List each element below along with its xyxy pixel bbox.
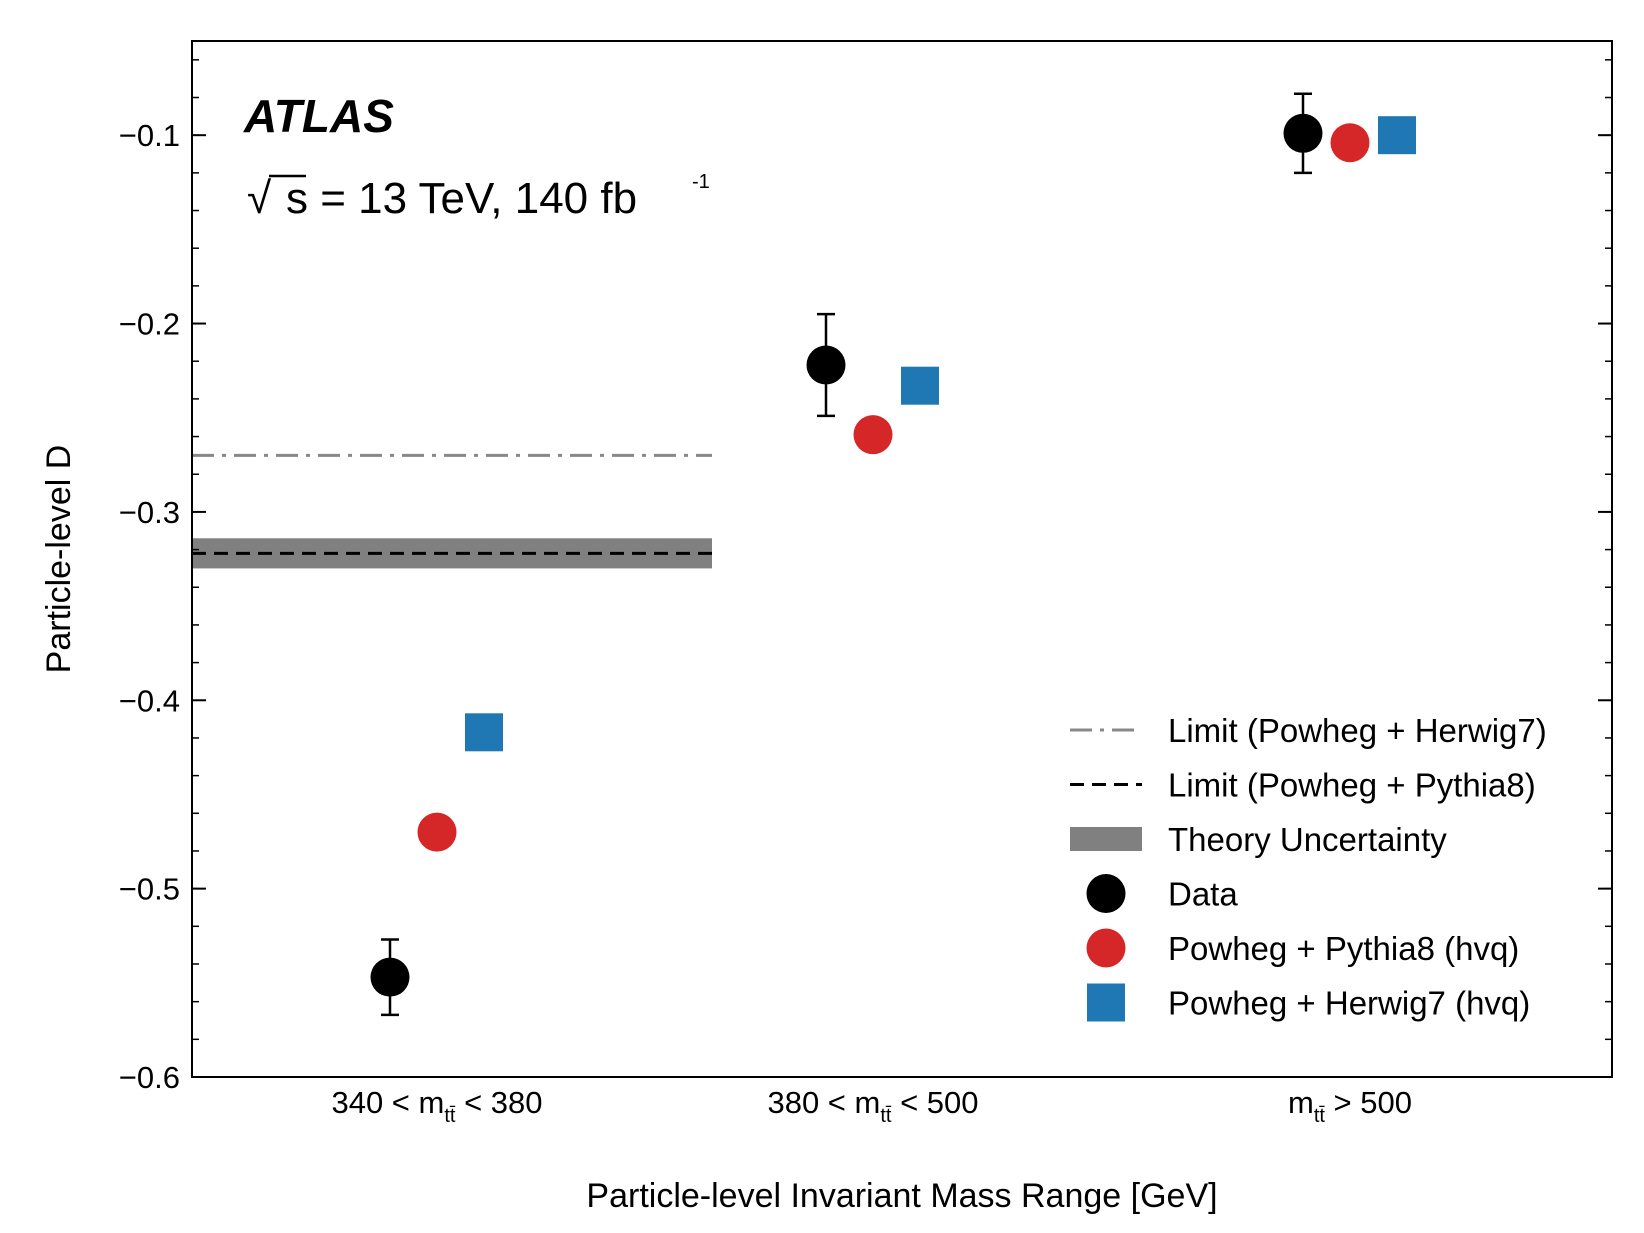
plot-frame <box>191 40 1613 1078</box>
x-tick-labels: 340 < mtt̄ < 380 380 < mtt̄ < 500 mtt̄ > 5… <box>331 1085 1412 1127</box>
energy-text: s = 13 TeV, 140 fb <box>286 174 637 223</box>
y-tick-label: −0.2 <box>119 307 180 342</box>
legend-data-label: Data <box>1168 876 1238 913</box>
y-tick-label: −0.1 <box>119 118 180 153</box>
pythia8-point <box>853 415 893 455</box>
energy-exponent: -1 <box>692 171 710 193</box>
legend-limit-herwig7-label: Limit (Powheg + Herwig7) <box>1168 712 1547 749</box>
y-tick-label: −0.6 <box>119 1060 180 1095</box>
theory-uncertainty-band <box>192 538 712 569</box>
data-point <box>1283 113 1323 153</box>
legend: Limit (Powheg + Herwig7) Limit (Powheg + … <box>1070 712 1547 1022</box>
legend-pythia8-label: Powheg + Pythia8 (hvq) <box>1168 930 1519 967</box>
legend-limit-pythia8-entry: Limit (Powheg + Pythia8) <box>1070 767 1536 804</box>
legend-herwig7-label: Powheg + Herwig7 (hvq) <box>1168 985 1530 1022</box>
legend-circle-swatch <box>1086 928 1126 968</box>
herwig7-point <box>901 366 939 405</box>
experiment-label: ATLAS <box>243 90 394 142</box>
herwig7-point <box>465 713 503 752</box>
legend-limit-herwig7-entry: Limit (Powheg + Herwig7) <box>1070 712 1547 749</box>
legend-pythia8-entry: Powheg + Pythia8 (hvq) <box>1086 928 1519 968</box>
herwig7-point <box>1378 116 1416 155</box>
y-tick-label: −0.3 <box>119 495 180 530</box>
legend-theory-uncertainty-entry: Theory Uncertainty <box>1070 821 1447 858</box>
x-axis-title: Particle-level Invariant Mass Range [GeV… <box>586 1177 1217 1215</box>
pythia8-point <box>1330 123 1370 163</box>
legend-limit-pythia8-label: Limit (Powheg + Pythia8) <box>1168 767 1536 804</box>
legend-square-swatch <box>1087 983 1125 1022</box>
legend-herwig7-entry: Powheg + Herwig7 (hvq) <box>1087 983 1530 1022</box>
y-tick-labels: −0.6 −0.5 −0.4 −0.3 −0.2 −0.1 <box>119 118 180 1095</box>
data-point <box>370 957 410 997</box>
y-axis-title: Particle-level D <box>40 445 78 674</box>
data-point <box>806 345 846 385</box>
y-tick-label: −0.4 <box>119 683 180 718</box>
pythia8-point <box>417 812 457 852</box>
y-tick-label: −0.5 <box>119 872 180 907</box>
energy-label: √ s = 13 TeV, 140 fb -1 <box>247 171 710 223</box>
legend-band-swatch <box>1070 827 1142 851</box>
legend-data-entry: Data <box>1086 874 1238 913</box>
x-tick-label: 380 < mtt̄ < 500 <box>767 1085 978 1127</box>
legend-circle-swatch <box>1086 874 1126 913</box>
x-tick-label: 340 < mtt̄ < 380 <box>331 1085 542 1127</box>
legend-theory-uncertainty-label: Theory Uncertainty <box>1168 821 1447 858</box>
axis-ticks <box>192 59 1612 1078</box>
x-tick-label: mtt̄ > 500 <box>1288 1085 1412 1127</box>
sqrt-symbol: √ <box>247 174 272 223</box>
plot-area <box>192 92 1416 1017</box>
